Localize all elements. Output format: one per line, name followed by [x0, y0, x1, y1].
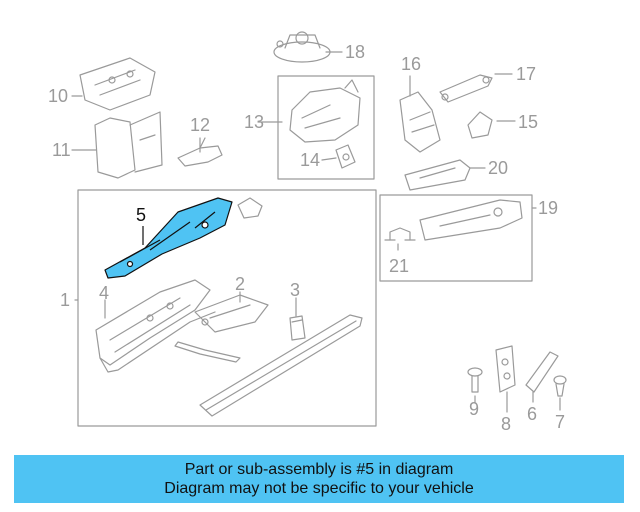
info-banner: Part or sub-assembly is #5 in diagram Di… — [14, 455, 624, 503]
small-bracket — [237, 197, 263, 219]
sill-rail — [199, 314, 363, 417]
callout-18: 18 — [345, 42, 366, 62]
callout-7: 7 — [555, 412, 566, 432]
callout-3: 3 — [290, 280, 301, 300]
callout-6: 6 — [527, 404, 538, 424]
callout-15: 15 — [518, 112, 539, 132]
part-9-bolt — [467, 367, 483, 393]
callout-11: 11 — [52, 140, 71, 160]
part-6-bracket — [525, 351, 559, 393]
banner-line-1: Part or sub-assembly is #5 in diagram — [184, 461, 454, 478]
group-box-1 — [77, 189, 377, 427]
part-13-tower — [289, 79, 361, 143]
callout-1: 1 — [60, 290, 71, 310]
banner-line-2: Diagram may not be specific to your vehi… — [164, 480, 474, 497]
callout-17: 17 — [516, 64, 537, 84]
callout-4: 4 — [99, 283, 110, 303]
part-10-bracket — [79, 57, 156, 111]
part-16-bracket — [399, 91, 441, 153]
parts-diagram — [71, 31, 567, 427]
callout-5: 5 — [136, 205, 147, 225]
part-3-bracket — [289, 315, 306, 341]
callout-14: 14 — [300, 150, 321, 170]
part-14-clip — [335, 144, 356, 169]
part-17-bracket — [439, 74, 493, 103]
part-20-bracket — [404, 159, 471, 191]
part-21-clip — [384, 227, 416, 241]
callout-16: 16 — [401, 54, 422, 74]
callout-13: 13 — [244, 112, 265, 132]
callout-21: 21 — [389, 256, 410, 276]
part-8-bracket — [495, 345, 516, 393]
part-19-rail — [419, 199, 523, 241]
part-15-bracket — [467, 111, 493, 139]
callout-12: 12 — [190, 115, 211, 135]
group-box-13 — [277, 75, 375, 180]
callout-19: 19 — [538, 198, 559, 218]
group-box-19 — [379, 194, 533, 282]
callout-20: 20 — [488, 158, 509, 178]
callout-2: 2 — [235, 274, 246, 294]
lower-link — [174, 341, 241, 363]
part-18-mount — [273, 31, 331, 63]
callout-10: 10 — [48, 86, 69, 106]
part-7-clip — [553, 375, 567, 397]
callout-9: 9 — [469, 399, 480, 419]
part-2-bracket — [194, 294, 269, 333]
part-11-bracket — [94, 111, 163, 179]
callout-8: 8 — [501, 414, 512, 434]
part-5-highlighted — [104, 197, 233, 279]
part-4-frame-rail — [95, 279, 216, 373]
